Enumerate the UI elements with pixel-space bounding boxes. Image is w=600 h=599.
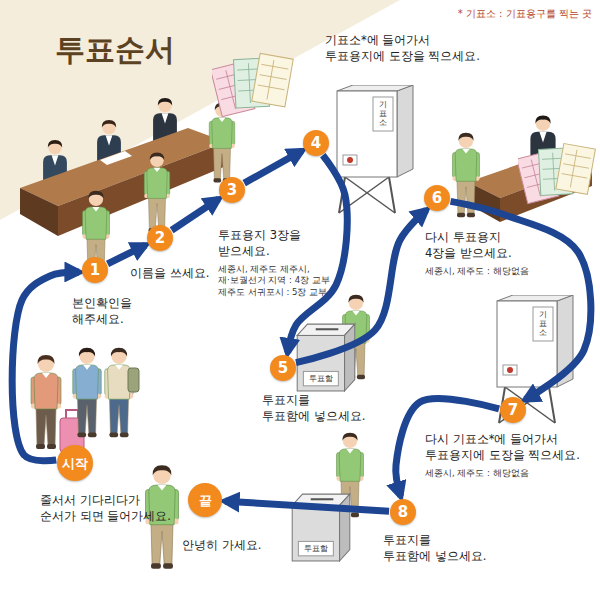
step-caption: 투표지를 투표함에 넣으세요.: [262, 393, 365, 424]
step-badge: 7다시 기표소*에 들어가서 투표용지에 도장을 찍으세요.세종시, 제주도 :…: [500, 397, 526, 423]
suitcase-handle: [66, 410, 78, 418]
flow-arrow: [244, 151, 302, 183]
step-number: 1: [90, 263, 100, 278]
desk-side: [20, 188, 58, 236]
booth-sign-text: 기표소: [379, 101, 387, 127]
flow-arrow: [396, 399, 499, 497]
step-number: 5: [278, 361, 288, 376]
step-badge: 1본인확인을 해주세요.: [82, 257, 108, 283]
voting-booth: [497, 295, 573, 423]
step-badge: 4기표소*에 들어가서 투표용지에 도장을 찍으세요.: [303, 130, 329, 156]
backpack: [128, 368, 139, 392]
step-badge: 3투표용지 3장을 받으세요.세종시, 제주도 제주시, 재·보궐선거 지역 :…: [219, 177, 245, 203]
step-note: 세종시, 제주도 : 해당없음: [425, 266, 529, 277]
step-number: 3: [227, 183, 237, 198]
queue-person: [31, 355, 61, 449]
step-caption: 투표지를 투표함에 넣으세요.: [383, 533, 486, 564]
flow-arrow: [12, 272, 79, 461]
step-number: 4: [311, 136, 321, 151]
step-badge: 2이름을 쓰세요.: [147, 225, 173, 251]
box-plate-text: 투표함: [304, 544, 328, 554]
flow-arrow: [296, 210, 426, 363]
step-number: 6: [432, 191, 442, 206]
step-note: 세종시, 제주도 제주시, 재·보궐선거 지역 : 4장 교부 제주도 서귀포시…: [218, 264, 330, 298]
diagram-title: 투표순서: [55, 30, 175, 71]
step-caption: 이름을 쓰세요.: [130, 266, 209, 282]
voter: [144, 153, 170, 233]
ballot-papers: [517, 144, 596, 204]
queue-person: [105, 348, 134, 437]
step-number: 끝: [199, 494, 212, 507]
voting-booth: [337, 85, 413, 213]
flow-arrow: [108, 245, 146, 264]
end-badge: 끝안녕히 가세요.: [188, 483, 222, 517]
step-number: 시작: [62, 457, 88, 470]
step-caption: 줄서서 기다리다가 순서가 되면 들어가세요.: [40, 493, 171, 524]
flow-arrow: [172, 199, 219, 230]
step-number: 7: [508, 403, 518, 418]
register-book: [100, 151, 132, 165]
booth-sign-text: 기표소: [539, 311, 547, 337]
step-note: 세종시, 제주도 : 해당없음: [425, 468, 529, 479]
step-caption: 다시 기표소*에 들어가서 투표용지에 도장을 찍으세요.: [425, 432, 580, 463]
step-number: 8: [398, 505, 408, 520]
flow-arrow: [225, 501, 389, 511]
step-badge: 6다시 투표용지 4장을 받으세요.세종시, 제주도 : 해당없음: [424, 185, 450, 211]
step-caption: 다시 투표용지 4장을 받으세요.: [425, 230, 512, 261]
step-caption: 본인확인을 해주세요.: [72, 296, 132, 327]
step-badge: 5투표지를 투표함에 넣으세요.: [270, 355, 296, 381]
box-plate-text: 투표함: [309, 374, 333, 384]
step-caption: 기표소*에 들어가서 투표용지에 도장을 찍으세요.: [325, 33, 480, 64]
ballot-papers: [211, 53, 294, 116]
start-badge: 시작줄서서 기다리다가 순서가 되면 들어가세요.: [57, 445, 93, 481]
queue-person: [73, 348, 102, 437]
step-number: 2: [155, 231, 165, 246]
step-caption: 투표용지 3장을 받으세요.: [218, 228, 301, 259]
flow-arrow: [288, 155, 348, 352]
step-badge: 8투표지를 투표함에 넣으세요.: [390, 499, 416, 525]
step-caption: 안녕히 가세요.: [182, 538, 261, 554]
footnote: * 기표소 : 기표용구를 찍는 곳: [458, 8, 592, 20]
